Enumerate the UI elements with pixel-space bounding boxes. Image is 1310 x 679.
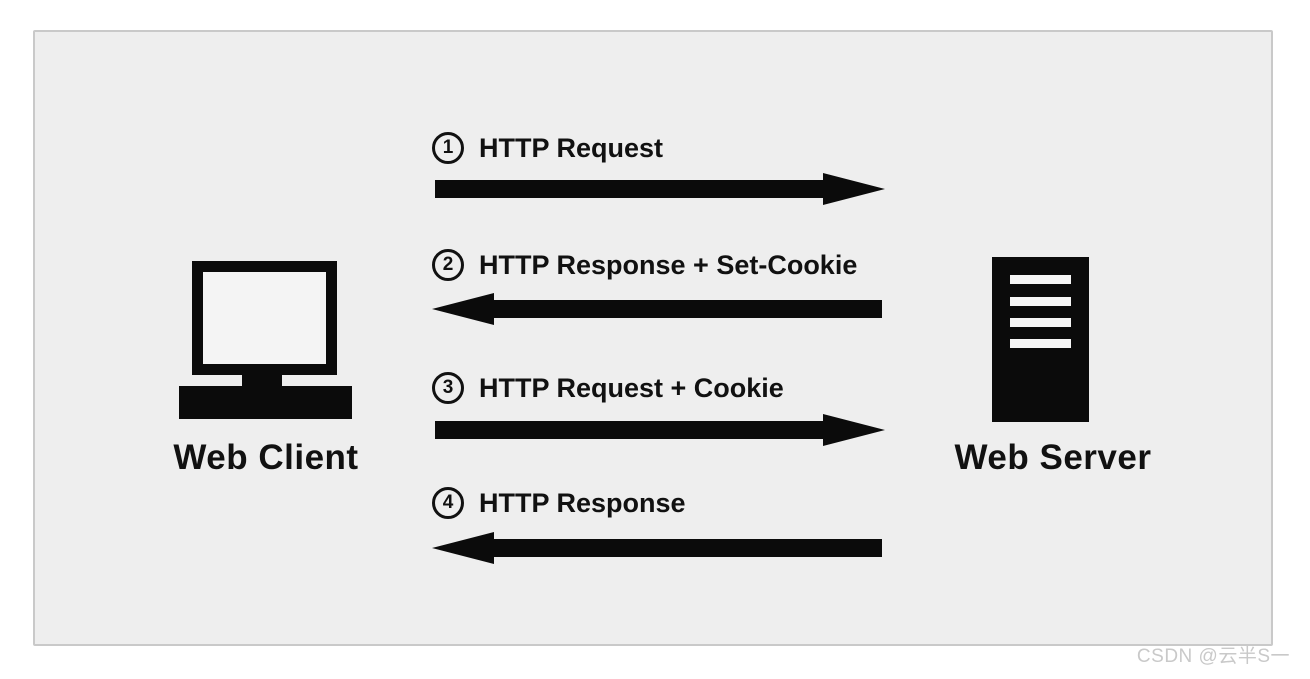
request-arrow-3 xyxy=(435,414,885,446)
step-2-number-badge: 2 xyxy=(432,249,464,281)
web-server-icon xyxy=(992,257,1089,422)
monitor-stand xyxy=(242,375,282,386)
diagram-panel: Web Client Web Server 1 HTTP Request 2 H… xyxy=(33,30,1273,646)
server-vent-line xyxy=(1010,339,1071,348)
server-vent-line xyxy=(1010,297,1071,306)
arrowhead-left-icon xyxy=(432,293,494,325)
response-arrow-2 xyxy=(432,293,882,325)
message-2-label: 2 HTTP Response + Set-Cookie xyxy=(432,249,857,281)
step-4-number-badge: 4 xyxy=(432,487,464,519)
step-3-number-badge: 3 xyxy=(432,372,464,404)
message-3-label: 3 HTTP Request + Cookie xyxy=(432,372,784,404)
server-vent-line xyxy=(1010,318,1071,327)
web-server-label: Web Server xyxy=(954,438,1152,477)
csdn-watermark: CSDN @云半S一 xyxy=(1136,646,1290,667)
message-4-text: HTTP Response xyxy=(479,487,686,518)
message-4-label: 4 HTTP Response xyxy=(432,487,686,519)
message-3-text: HTTP Request + Cookie xyxy=(479,372,784,403)
arrow-shaft xyxy=(435,421,823,439)
step-1-number-badge: 1 xyxy=(432,132,464,164)
monitor-base xyxy=(179,386,352,419)
monitor-screen xyxy=(192,261,337,375)
arrow-shaft xyxy=(494,300,882,318)
arrow-shaft xyxy=(494,539,882,557)
message-1-label: 1 HTTP Request xyxy=(432,132,663,164)
server-vent-line xyxy=(1010,275,1071,284)
arrow-shaft xyxy=(435,180,823,198)
web-client-icon xyxy=(179,261,352,419)
message-1-text: HTTP Request xyxy=(479,132,664,163)
message-2-text: HTTP Response + Set-Cookie xyxy=(479,249,858,280)
arrowhead-right-icon xyxy=(823,414,885,446)
arrowhead-right-icon xyxy=(823,173,885,205)
web-client-label: Web Client xyxy=(173,438,359,477)
request-arrow-1 xyxy=(435,173,885,205)
response-arrow-4 xyxy=(432,532,882,564)
arrowhead-left-icon xyxy=(432,532,494,564)
